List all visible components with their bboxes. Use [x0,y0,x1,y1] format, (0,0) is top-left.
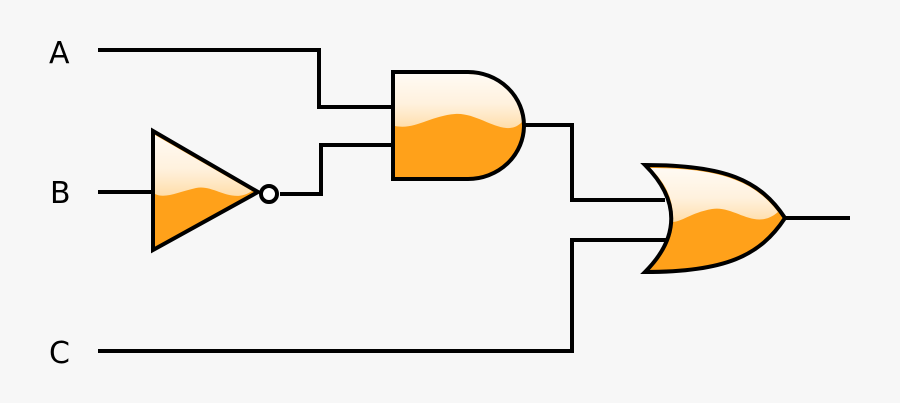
wire-and-out [524,123,665,202]
input-label-b: B [50,176,71,211]
input-label-a: A [49,36,70,71]
and-gate [391,70,526,181]
wire-a [98,48,393,109]
wire-not-out [280,143,393,196]
not-gate [151,127,279,254]
input-label-c: C [49,336,70,371]
not-bubble [259,184,279,204]
or-gate [640,162,788,275]
wire-c [98,238,668,353]
